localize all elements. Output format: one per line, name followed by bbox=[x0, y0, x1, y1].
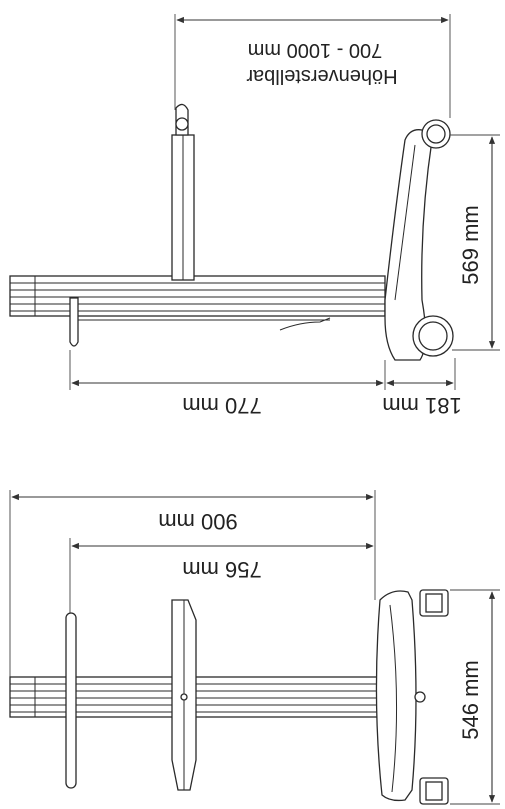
support-leg bbox=[69, 297, 79, 347]
dimension-569-label: 569 mm bbox=[458, 205, 483, 284]
dimension-900-label: 900 mm bbox=[158, 509, 237, 534]
base-foot bbox=[384, 129, 433, 361]
dimension-181-label: 181 mm bbox=[382, 393, 461, 418]
height-adjustable-label: Höhenverstellbar bbox=[246, 65, 398, 87]
side-view-drawing bbox=[9, 14, 500, 390]
dimension-546-label: 546 mm bbox=[458, 660, 483, 739]
beam bbox=[9, 275, 386, 317]
crossbar bbox=[65, 612, 77, 789]
dimension-770-label: 770 mm bbox=[182, 393, 261, 418]
height-range-label: 700 - 1000 mm bbox=[248, 39, 383, 61]
top-view-drawing bbox=[9, 490, 500, 805]
dimension-756-label: 756 mm bbox=[182, 557, 261, 582]
